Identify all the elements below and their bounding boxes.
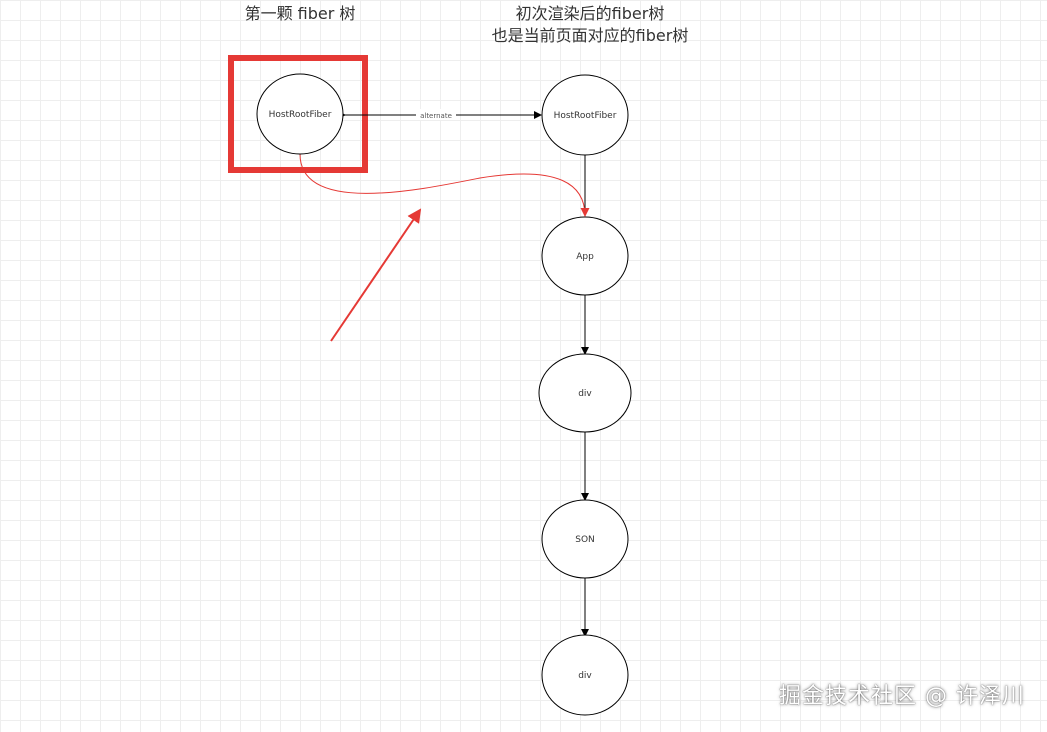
node-div-2-label: div [578,671,592,681]
node-son-label: SON [575,535,595,545]
current-pointer-edge [299,153,590,217]
node-old-root: HostRootFiber [256,73,344,155]
current-tree-caption: 初次渲染后的fiber树 也是当前页面对应的fiber树 [430,3,750,47]
node-new-root-label: HostRootFiber [554,111,617,121]
node-son: SON [541,499,629,579]
node-app: App [541,216,629,296]
node-div-2: div [541,634,629,716]
node-app-label: App [576,252,594,262]
annotation-arrow [330,208,422,342]
current-tree-caption-line2: 也是当前页面对应的fiber树 [491,26,689,45]
node-div-1-label: div [578,389,592,399]
node-new-root: HostRootFiber [541,74,629,156]
watermark: 掘金技术社区 @ 许泽川 [779,684,1025,709]
alternate-label-bg [416,109,456,120]
first-tree-caption: 第一颗 fiber 树 [244,4,356,23]
node-old-root-label: HostRootFiber [269,110,332,120]
current-tree-caption-line1: 初次渲染后的fiber树 [515,4,665,23]
node-div-1: div [538,353,632,433]
alternate-label: alternate [420,112,452,120]
